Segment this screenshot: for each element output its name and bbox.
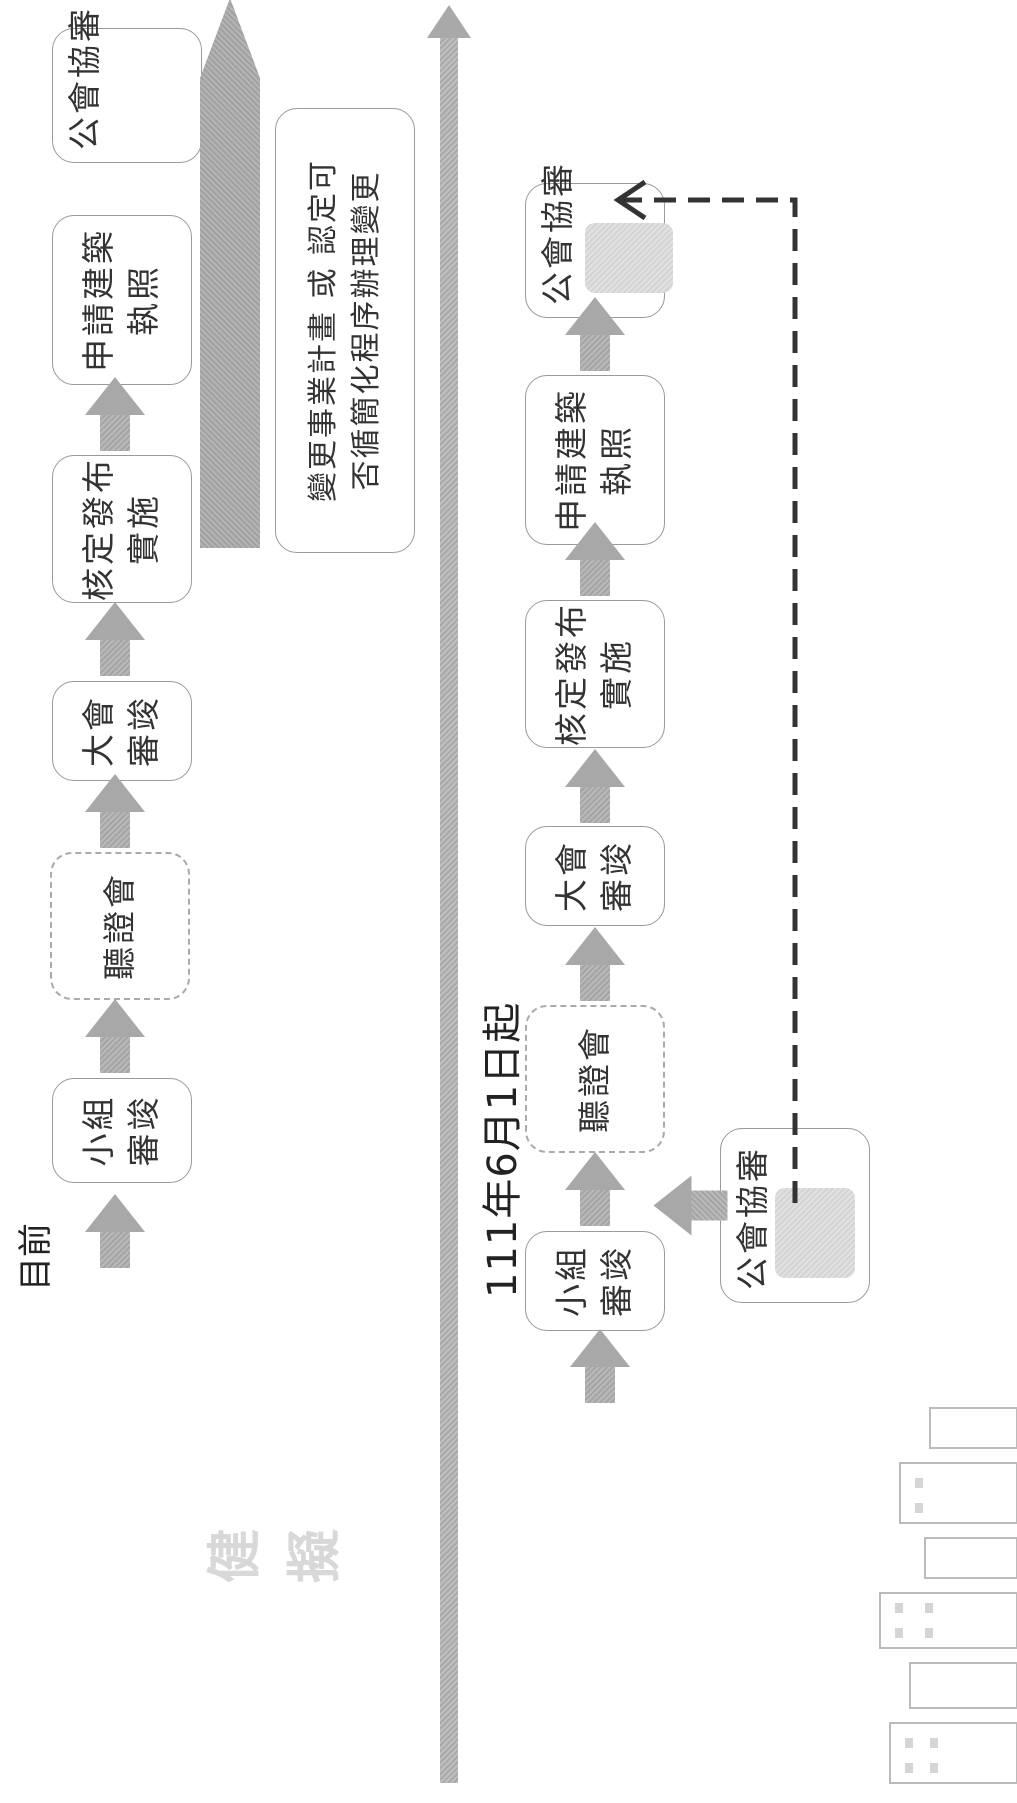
bottom-arrow-4: [565, 748, 625, 823]
current-label: 目前: [8, 1223, 57, 1291]
top-step-hearing: 聽證會: [50, 852, 190, 1000]
faded-watermark-2: 擬: [270, 1523, 349, 1583]
top-step-group-review: 小組 審竣: [52, 1078, 192, 1183]
change-path-arrow: [195, 0, 265, 548]
top-step-association-review: 公會協審: [52, 28, 202, 163]
top-arrow-4: [85, 601, 145, 676]
top-arrow-1: [85, 1193, 145, 1268]
city-skyline-image: [870, 1353, 1017, 1803]
bottom-step-group-review: 小組 審竣: [525, 1231, 665, 1331]
new-rule-date-label: 111年6月1日起: [470, 1002, 528, 1298]
bottom-arrow-1: [570, 1328, 630, 1403]
top-step-approval: 核定發布 實施: [52, 455, 192, 603]
bottom-step-apply-permit: 申請建築 執照: [525, 375, 665, 545]
bottom-arrow-2: [565, 1151, 625, 1226]
top-arrow-5: [85, 376, 145, 451]
bottom-arrow-3: [565, 926, 625, 1001]
top-arrow-3: [85, 773, 145, 848]
top-arrow-2: [85, 998, 145, 1073]
bottom-step-council-review: 大會 審竣: [525, 826, 665, 926]
timeline-arrow-shaft: [440, 38, 458, 1783]
timeline-arrow-head: [427, 5, 471, 38]
bottom-association-inner-box: [585, 223, 673, 293]
early-review-arrow: [653, 1176, 728, 1236]
early-association-inner-box: [775, 1188, 855, 1278]
bottom-step-approval: 核定發布 實施: [525, 600, 665, 748]
bottom-arrow-6: [565, 296, 625, 371]
bottom-arrow-5: [565, 521, 625, 596]
bottom-step-hearing: 聽證會: [525, 1005, 665, 1153]
faded-watermark-1: 健: [190, 1523, 269, 1583]
top-step-council-review: 大會 審竣: [52, 681, 192, 781]
change-note: 變更事業計畫 或 認定可 否循簡化程序辦理變更: [275, 108, 415, 553]
